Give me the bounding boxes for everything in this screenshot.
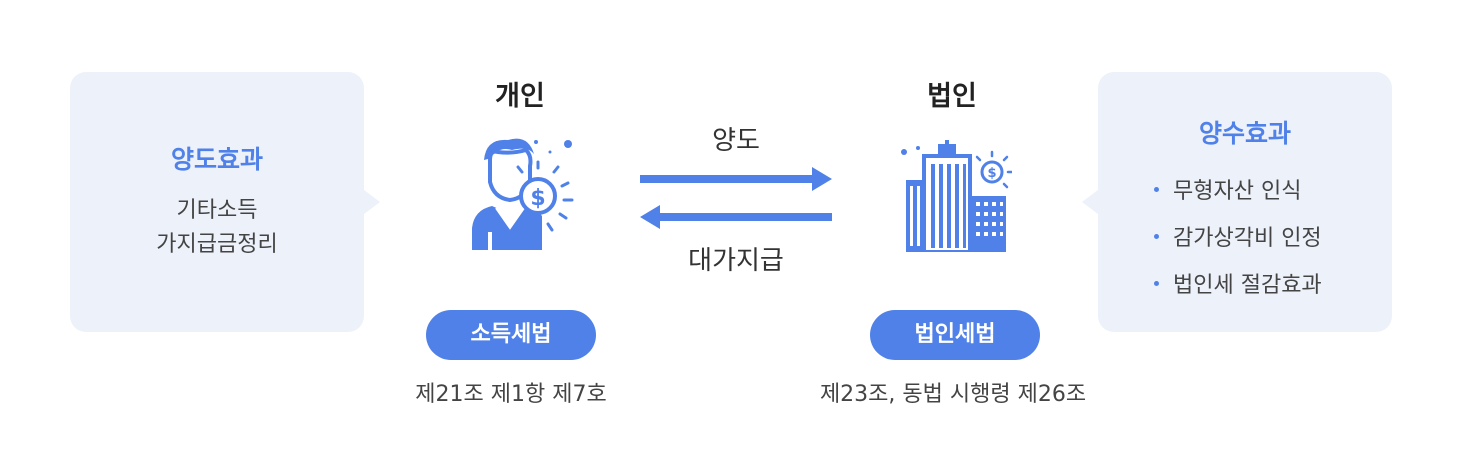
transfer-effect-title: 양도효과 <box>170 145 263 174</box>
list-item-label: 무형자산 인식 <box>1173 179 1302 204</box>
acquisition-effect-panel: 양수효과 무형자산 인식 감가상각비 인정 법인세 절감효과 <box>1098 72 1392 332</box>
corporation-title: 법인 <box>927 81 977 112</box>
transfer-effect-line: 기타소득 <box>176 198 258 223</box>
transfer-label: 양도 <box>712 126 760 156</box>
arrow-left-icon <box>640 205 660 229</box>
bubble-pointer-right <box>364 190 380 214</box>
transfer-effect-line: 가지급금정리 <box>156 232 278 257</box>
svg-text:$: $ <box>530 186 545 211</box>
income-tax-article: 제21조 제1항 제7호 <box>415 382 607 407</box>
bullet-icon <box>1154 233 1159 239</box>
arrow-right-icon <box>812 167 832 191</box>
income-tax-act-badge: 소득세법 <box>426 310 596 360</box>
consideration-label: 대가지급 <box>688 246 784 276</box>
svg-text:$: $ <box>987 166 996 181</box>
list-item: 무형자산 인식 <box>1154 168 1322 215</box>
corporate-tax-article: 제23조, 동법 시행령 제26조 <box>819 382 1087 407</box>
transfer-effect-panel: 양도효과 기타소득 가지급금정리 <box>70 72 364 332</box>
person-title: 개인 <box>495 81 545 112</box>
bullet-icon <box>1154 186 1159 192</box>
buildings-icon: $ <box>901 140 1012 252</box>
bullet-icon <box>1154 280 1159 286</box>
list-item-label: 감가상각비 인정 <box>1173 226 1322 251</box>
corporate-tax-act-badge: 법인세법 <box>870 310 1040 360</box>
transfer-arrow <box>640 175 812 183</box>
list-item: 법인세 절감효과 <box>1154 262 1322 309</box>
acquisition-effect-title: 양수효과 <box>1198 119 1291 148</box>
consideration-arrow <box>660 213 832 221</box>
transfer-effect-lines: 기타소득 가지급금정리 <box>70 194 364 262</box>
list-item: 감가상각비 인정 <box>1154 215 1322 262</box>
bubble-pointer-left <box>1082 190 1098 214</box>
list-item-label: 법인세 절감효과 <box>1173 273 1322 298</box>
person-money-icon: $ <box>472 138 574 250</box>
acquisition-effect-list: 무형자산 인식 감가상각비 인정 법인세 절감효과 <box>1154 168 1322 309</box>
